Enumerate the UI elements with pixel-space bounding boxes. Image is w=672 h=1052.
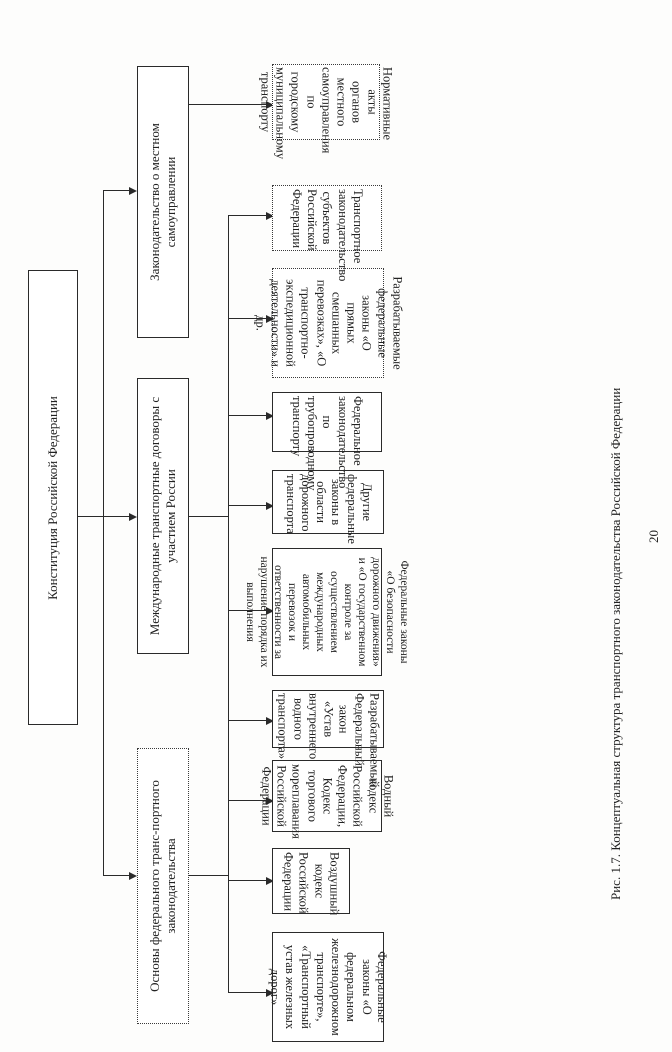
leaf-box-mixed: Разрабатываемые федеральные законы «О пр… bbox=[253, 268, 404, 378]
arrow-to-leaf-5 bbox=[266, 607, 274, 615]
arrow-to-leaf-7 bbox=[266, 412, 274, 420]
leaf-label-inland-water: Разрабатываемый Федеральный закон «Устав… bbox=[275, 693, 382, 788]
connector-to-mezhdunarodnye bbox=[103, 516, 129, 518]
connector-to-mestnoe bbox=[103, 190, 129, 192]
middle-label-mezhdunarodnye: Международные транспортные договоры с уч… bbox=[146, 396, 178, 636]
middle-label-mestnoe: Законодательство о местном самоуправлени… bbox=[146, 123, 178, 281]
leaf-label-air: Воздушный кодекс Российской Федерации bbox=[281, 852, 342, 916]
leaf-box-road-other: Другие федеральные законы в области доро… bbox=[272, 470, 384, 544]
leaf-label-railway: Федеральные законы «О федеральном железн… bbox=[268, 938, 389, 1036]
leaf-box-inland-water: Разрабатываемый Федеральный закон «Устав… bbox=[272, 690, 384, 788]
connector-to-osnovy bbox=[103, 875, 129, 877]
arrow-to-leaf-6 bbox=[266, 502, 274, 510]
leaf-label-road-safety: Федеральные законы «О безопасности дорож… bbox=[243, 556, 411, 668]
arrow-to-mestnoe bbox=[129, 187, 137, 195]
connector-root-trunk bbox=[78, 516, 104, 518]
leaf-label-municipal: Нормативные акты органов местного самоуп… bbox=[258, 67, 395, 160]
leaf-label-road-other: Другие федеральные законы в области доро… bbox=[283, 474, 374, 544]
arrow-to-leaf-10 bbox=[266, 101, 274, 109]
leaf-box-water: Водный кодекс Российской Федерации, Коде… bbox=[260, 760, 396, 839]
connector-mezhdunarodnye-out bbox=[189, 516, 229, 518]
arrow-to-leaf-3 bbox=[266, 797, 274, 805]
connector-leaf-spine bbox=[228, 215, 230, 993]
root-box: Конституция Российской Федерации bbox=[28, 270, 78, 725]
leaf-box-air: Воздушный кодекс Российской Федерации bbox=[272, 848, 350, 916]
connector-leaf-8 bbox=[228, 318, 267, 320]
middle-box-mestnoe: Законодательство о местном самоуправлени… bbox=[137, 66, 189, 338]
middle-box-osnovy: Основы федерального транс-портного закон… bbox=[137, 748, 189, 1024]
arrow-to-osnovy bbox=[129, 872, 137, 880]
connector-osnovy-out bbox=[189, 875, 229, 877]
leaf-box-pipeline: Федеральное законодательство по трубопро… bbox=[272, 392, 382, 491]
arrow-to-leaf-4 bbox=[266, 717, 274, 725]
leaf-label-mixed: Разрабатываемые федеральные законы «О пр… bbox=[253, 276, 405, 370]
leaf-label-pipeline: Федеральное законодательство по трубопро… bbox=[290, 396, 366, 491]
connector-leaf-4 bbox=[228, 720, 267, 722]
connector-mestnoe-out bbox=[189, 104, 267, 106]
arrow-to-leaf-9 bbox=[266, 212, 274, 220]
leaf-box-railway: Федеральные законы «О федеральном железн… bbox=[268, 932, 389, 1042]
leaf-box-regions: Транспортное законодательство субъектов … bbox=[272, 185, 382, 282]
root-label: Конституция Российской Федерации bbox=[44, 395, 60, 600]
connector-leaf-9 bbox=[228, 215, 267, 217]
connector-middle-spine bbox=[103, 190, 105, 876]
connector-leaf-7 bbox=[228, 415, 267, 417]
page-number: 20 bbox=[646, 530, 661, 543]
leaf-box-road-safety: Федеральные законы «О безопасности дорож… bbox=[244, 548, 410, 676]
leaf-box-municipal: Нормативные акты органов местного самоуп… bbox=[259, 64, 395, 159]
arrow-to-mezhdunarodnye bbox=[129, 513, 137, 521]
connector-leaf-5 bbox=[228, 610, 267, 612]
connector-leaf-2 bbox=[228, 880, 267, 882]
arrow-to-leaf-1 bbox=[266, 989, 274, 997]
figure-caption: Рис. 1.7. Концептуальная структура транс… bbox=[608, 387, 623, 900]
leaf-label-regions: Транспортное законодательство субъектов … bbox=[290, 189, 366, 282]
middle-label-osnovy: Основы федерального транс-портного закон… bbox=[146, 780, 178, 992]
connector-leaf-6 bbox=[228, 505, 267, 507]
connector-leaf-1 bbox=[228, 992, 267, 994]
arrow-to-leaf-8 bbox=[266, 315, 274, 323]
arrow-to-leaf-2 bbox=[266, 877, 274, 885]
middle-box-mezhdunarodnye: Международные транспортные договоры с уч… bbox=[137, 378, 189, 654]
connector-leaf-3 bbox=[228, 800, 267, 802]
